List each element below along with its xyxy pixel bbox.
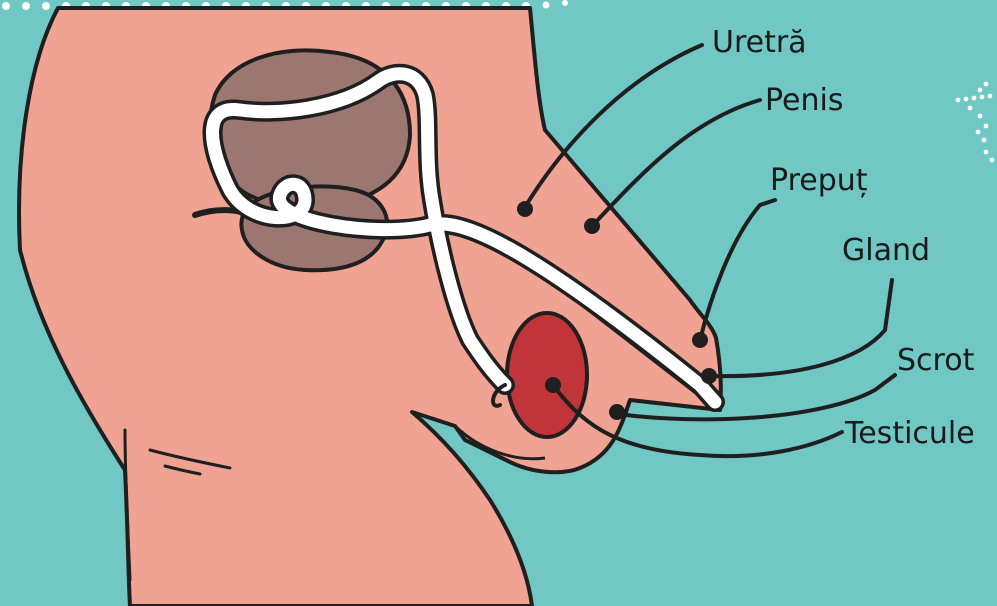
anchor-gland: [701, 368, 717, 384]
label-penis: Penis: [765, 83, 843, 118]
testicle: [507, 313, 587, 437]
label-uretra: Uretră: [712, 25, 807, 60]
anchor-testicule: [545, 377, 561, 393]
star-decoration: [956, 82, 995, 163]
anchor-penis: [584, 218, 600, 234]
anchor-scrot: [609, 404, 625, 420]
anchor-preput: [692, 332, 708, 348]
leader-gland: [710, 280, 892, 376]
label-preput: Prepuț: [770, 163, 868, 198]
leader-penis: [593, 100, 760, 225]
leader-preput: [700, 200, 775, 340]
label-gland: Gland: [842, 233, 930, 268]
label-scrot: Scrot: [897, 343, 975, 378]
label-testicule: Testicule: [844, 416, 975, 451]
anchor-uretra: [517, 201, 533, 217]
